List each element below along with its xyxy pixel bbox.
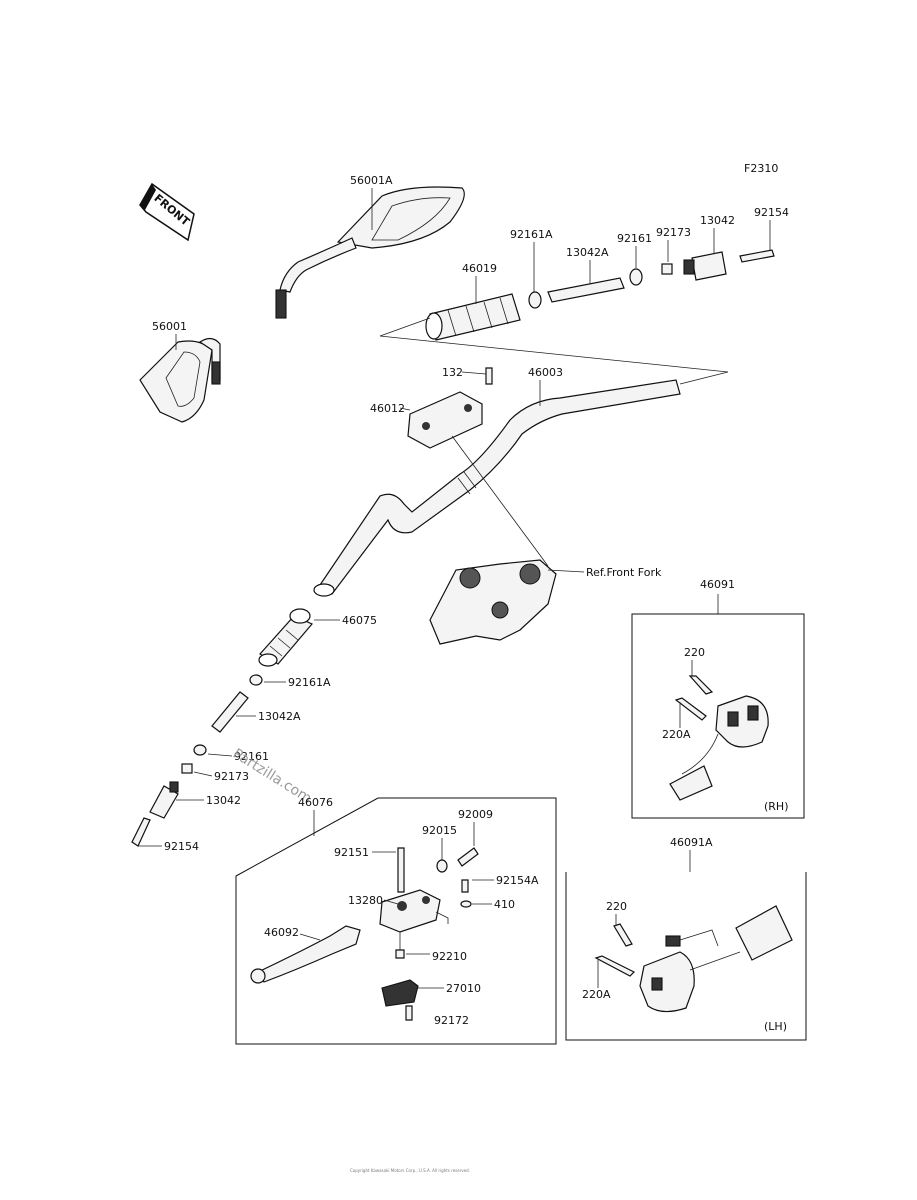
label-220A-rh: 220A xyxy=(662,728,691,741)
box-46076 xyxy=(235,797,557,1045)
label-92161-top: 92161 xyxy=(617,232,652,245)
mirror-right xyxy=(275,186,465,319)
label-132: 132 xyxy=(442,366,463,379)
lever-46092 xyxy=(250,925,361,984)
label-46012: 46012 xyxy=(370,402,405,415)
copyright: Copyright Kawasaki Motors Corp., U.S.A. … xyxy=(350,1168,470,1173)
label-46003: 46003 xyxy=(528,366,563,379)
label-92161A-mid: 92161A xyxy=(288,676,331,689)
screw-220-lh xyxy=(613,923,633,947)
handlebar-46003 xyxy=(313,379,681,597)
weight-rod-13042A-mid xyxy=(211,691,249,733)
upper-triple-clamp xyxy=(429,559,557,645)
ring-410 xyxy=(460,900,472,908)
nut-92161-top xyxy=(629,268,643,286)
label-13280: 13280 xyxy=(348,894,383,907)
label-ref-front-fork: Ref.Front Fork xyxy=(586,566,662,579)
label-92173-mid: 92173 xyxy=(214,770,249,783)
label-92173-top: 92173 xyxy=(656,226,691,239)
front-arrow: FRONT xyxy=(139,182,195,242)
nut-92161A-mid xyxy=(249,674,263,686)
screw-92172 xyxy=(405,1005,413,1021)
label-46092: 46092 xyxy=(264,926,299,939)
bar-end-13042-mid xyxy=(149,781,179,819)
switch-housing-lh xyxy=(639,905,793,1013)
weight-rod-13042A-top xyxy=(547,277,625,303)
mirror-left xyxy=(139,337,221,423)
label-92210: 92210 xyxy=(432,950,467,963)
box-46091A-lh xyxy=(565,872,807,1041)
screw-92154-bot xyxy=(131,817,151,847)
label-46091: 46091 xyxy=(700,578,735,591)
screw-92154A xyxy=(461,879,469,893)
label-220-rh: 220 xyxy=(684,646,705,659)
label-27010: 27010 xyxy=(446,982,481,995)
label-92161-mid: 92161 xyxy=(234,750,269,763)
screw-220-rh xyxy=(688,675,714,695)
rh-label: (RH) xyxy=(764,800,789,813)
label-56001: 56001 xyxy=(152,320,187,333)
label-46075: 46075 xyxy=(342,614,377,627)
figure-code: F2310 xyxy=(744,162,778,175)
label-92015: 92015 xyxy=(422,824,457,837)
label-92172: 92172 xyxy=(434,1014,469,1027)
lever-holder xyxy=(379,889,441,933)
bolt-132 xyxy=(485,367,493,385)
label-13042A-top: 13042A xyxy=(566,246,609,259)
label-13042A-mid: 13042A xyxy=(258,710,301,723)
label-220A-lh: 220A xyxy=(582,988,611,1001)
holder-46012 xyxy=(407,391,483,449)
label-13042-mid: 13042 xyxy=(206,794,241,807)
bar-end-13042-top xyxy=(683,251,727,281)
label-46019: 46019 xyxy=(462,262,497,275)
switch-housing-rh xyxy=(669,695,769,801)
clip-92173-mid xyxy=(181,763,193,774)
box-46091-rh xyxy=(631,613,805,819)
washer-92015 xyxy=(436,859,448,873)
left-grip-46075 xyxy=(258,608,313,667)
screw-220A-rh xyxy=(674,697,707,721)
switch-27010 xyxy=(381,979,419,1007)
label-13042-top: 13042 xyxy=(700,214,735,227)
screw-220A-lh xyxy=(594,955,636,977)
lh-label: (LH) xyxy=(764,1020,787,1033)
label-92154A: 92154A xyxy=(496,874,539,887)
label-92161A-top: 92161A xyxy=(510,228,553,241)
right-grip-46019 xyxy=(425,293,521,341)
nut-92161A-top xyxy=(528,291,542,309)
label-92151: 92151 xyxy=(334,846,369,859)
label-410: 410 xyxy=(494,898,515,911)
clip-92173-top xyxy=(661,263,673,275)
bolt-92151 xyxy=(397,847,405,893)
label-92009: 92009 xyxy=(458,808,493,821)
label-92154-top: 92154 xyxy=(754,206,789,219)
label-46091A: 46091A xyxy=(670,836,713,849)
label-46076: 46076 xyxy=(298,796,333,809)
nut-92161-mid xyxy=(193,744,207,756)
nut-92210 xyxy=(395,949,405,959)
label-56001A: 56001A xyxy=(350,174,393,187)
screw-92154-top xyxy=(739,249,775,263)
label-92154-bot: 92154 xyxy=(164,840,199,853)
bolt-92009 xyxy=(457,847,479,867)
label-220-lh: 220 xyxy=(606,900,627,913)
